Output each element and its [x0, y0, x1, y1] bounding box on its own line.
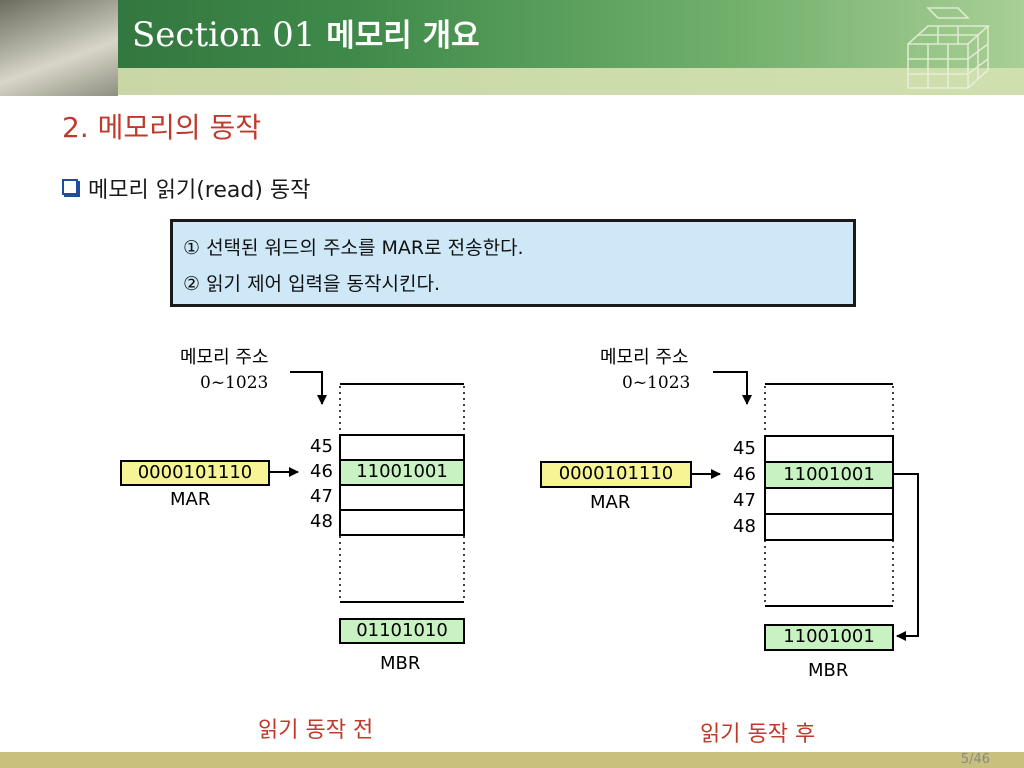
memory-word-46-before: 11001001: [339, 459, 465, 486]
caption-before: 읽기 동작 전: [258, 718, 374, 743]
memory-word-47-after: [764, 487, 894, 515]
memory-word-46-after: 11001001: [764, 461, 894, 489]
addr-range-after: 0~1023: [622, 373, 691, 393]
mbr-label-after: MBR: [808, 660, 849, 681]
memory-word-48-before: [339, 509, 465, 536]
mbr-transfer-arrow: [893, 473, 919, 641]
checkbox-bullet-icon: [62, 179, 78, 195]
addr-label-before: 메모리 주소: [180, 347, 269, 368]
steps-box: ① 선택된 워드의 주소를 MAR로 전송한다. ② 읽기 제어 입력을 동작시…: [170, 219, 856, 307]
bullet-text: 메모리 읽기(read) 동작: [88, 178, 311, 203]
addr-label-after: 메모리 주소: [600, 347, 689, 368]
section-heading: 2. 메모리의 동작: [62, 111, 262, 144]
mbr-label-before: MBR: [380, 653, 421, 674]
memory-word-45-after: [764, 435, 894, 463]
address-47-after: 47: [733, 490, 756, 511]
mar-label-before: MAR: [170, 489, 211, 510]
address-47-before: 47: [310, 486, 333, 507]
step-1: ① 선택된 워드의 주소를 MAR로 전송한다.: [183, 237, 524, 259]
mar-label-after: MAR: [590, 492, 631, 513]
address-48-after: 48: [733, 516, 756, 537]
memory-word-47-before: [339, 484, 465, 511]
bullet-item: 메모리 읽기(read) 동작: [62, 172, 310, 204]
address-46-after: 46: [733, 464, 756, 485]
addr-range-before: 0~1023: [200, 373, 269, 393]
cube-decoration-icon: [907, 7, 991, 89]
address-48-before: 48: [310, 511, 333, 532]
mbr-register-after: 11001001: [764, 624, 894, 651]
header-bar: [0, 0, 1024, 68]
mar-register-after: 0000101110: [540, 461, 692, 488]
caption-after: 읽기 동작 후: [700, 722, 816, 747]
address-45-before: 45: [310, 436, 333, 457]
page-number: 5/46: [960, 752, 990, 767]
mar-register-before: 0000101110: [120, 460, 270, 486]
title-prefix: Section 01: [132, 15, 327, 55]
title-main: 메모리 개요: [326, 18, 480, 54]
mbr-register-before: 01101010: [339, 618, 465, 644]
slide-title: Section 01 메모리 개요: [132, 13, 480, 58]
header-photo: [0, 0, 118, 96]
memory-word-48-after: [764, 513, 894, 541]
address-45-after: 45: [733, 438, 756, 459]
step-2: ② 읽기 제어 입력을 동작시킨다.: [183, 273, 440, 295]
addr-arrow-after: [713, 371, 752, 405]
footer-bar: [0, 752, 1024, 768]
address-46-before: 46: [310, 461, 333, 482]
addr-arrow-before: [290, 371, 327, 405]
memory-word-45-before: [339, 434, 465, 461]
header-stripe: [118, 68, 1024, 95]
